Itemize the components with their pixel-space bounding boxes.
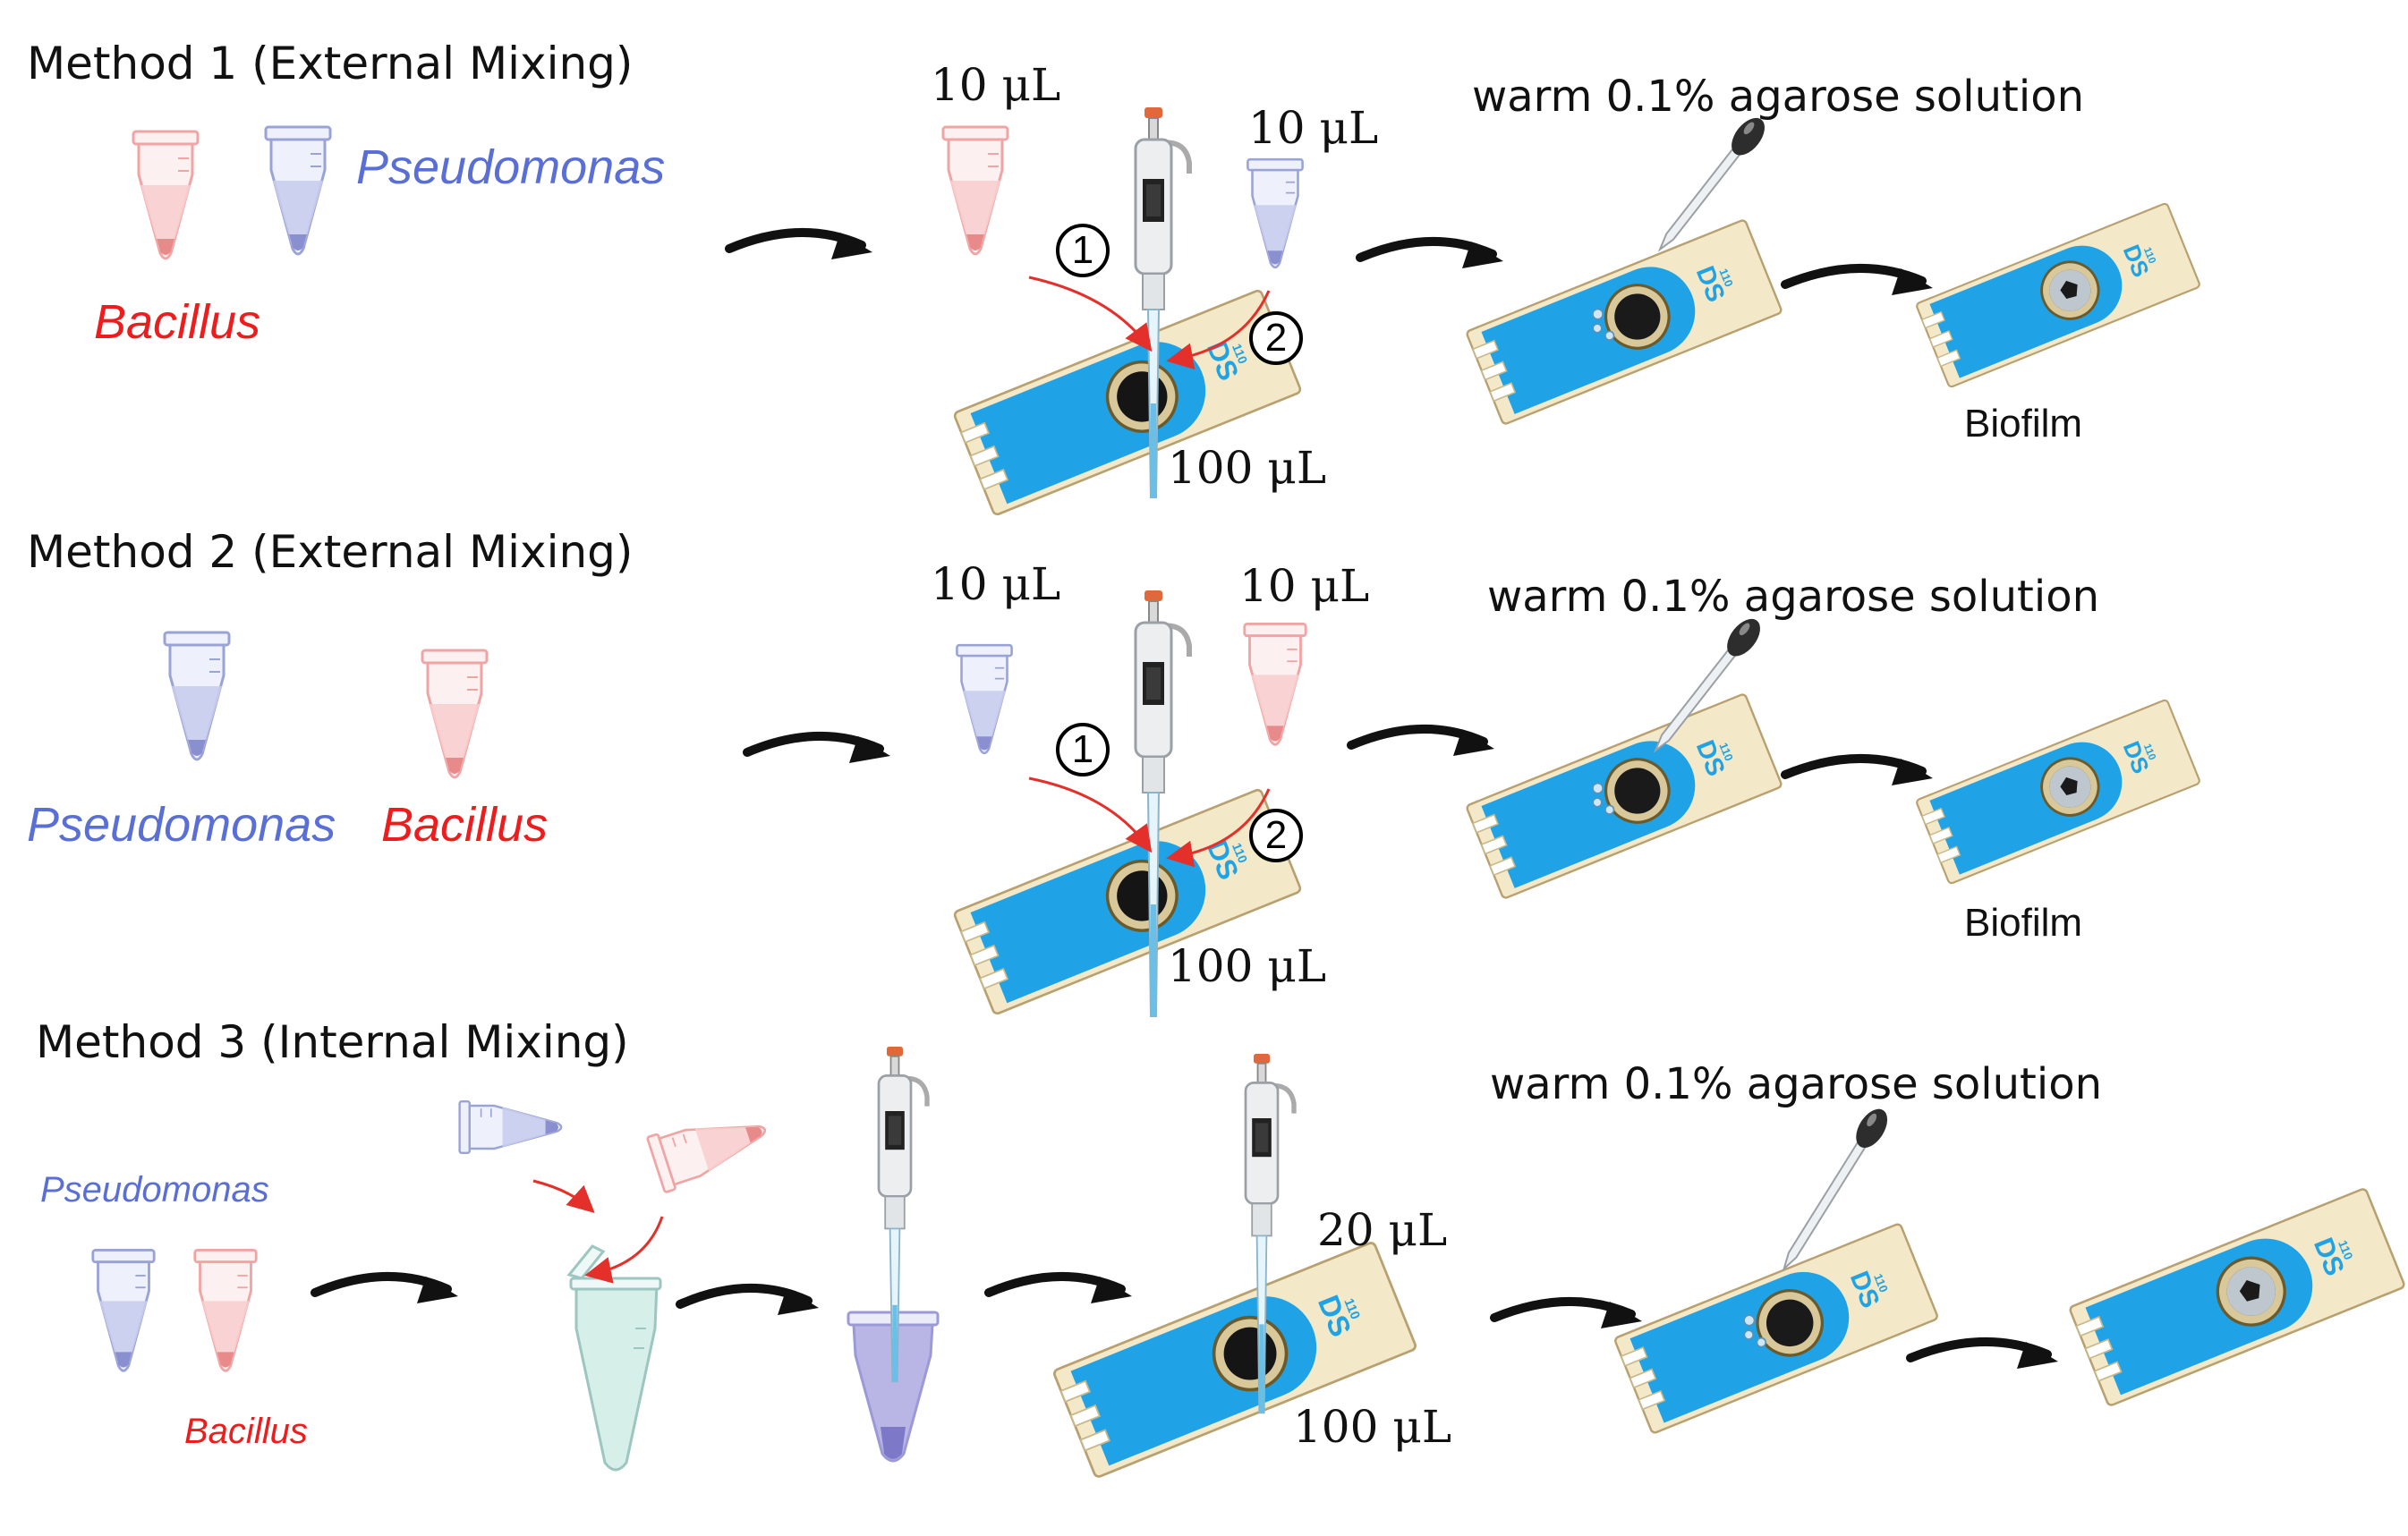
method-1-volume-well: 100 μL	[1168, 442, 1327, 494]
method-2-step-1-badge: 1	[1056, 723, 1110, 776]
method-2-red-arrow-1	[1028, 776, 1153, 853]
method-3-dropper	[1782, 1108, 1888, 1272]
method-1-bacillus-label: Bacillus	[94, 295, 261, 349]
method-2-source-tube-left	[956, 643, 1013, 755]
method-3-bacillus-tube-tilted	[646, 1124, 767, 1193]
method-1-red-arrow-2	[1166, 290, 1271, 370]
strip-number: 110	[1871, 1272, 1891, 1294]
method-1-source-tube-left	[941, 125, 1009, 256]
method-3-mixing-tube	[566, 1244, 662, 1472]
method-2-dropper	[1653, 618, 1760, 753]
strip-number: 110	[1230, 342, 1250, 366]
method-2-arrow-3	[1781, 753, 1933, 785]
method-3-bacillus-label: Bacillus	[184, 1412, 308, 1451]
method-3-pipette-dispense	[1244, 1054, 1297, 1414]
method-2-bacillus-tube	[421, 649, 489, 779]
method-2-agarose-label: warm 0.1% agarose solution	[1487, 572, 2099, 622]
method-2-biofilm-label: Biofilm	[1964, 901, 2083, 945]
method-3-volume-well: 100 μL	[1293, 1401, 1452, 1453]
method-3-arrow-1	[311, 1271, 458, 1303]
method-2-bacillus-label: Bacillus	[381, 798, 549, 852]
method-1-step-2-badge: 2	[1249, 311, 1303, 365]
method-1-step-1-badge: 1	[1056, 224, 1110, 277]
method-3-arrow-2	[676, 1283, 819, 1315]
method-1-arrow-2	[1356, 236, 1503, 268]
method-1-volume-left: 10 μL	[931, 59, 1061, 111]
method-1-dropper	[1657, 117, 1765, 252]
method-3-arrow-3	[984, 1271, 1132, 1303]
method-3-pseudomonas-label: Pseudomonas	[40, 1170, 269, 1209]
method-1-pseudomonas-label: Pseudomonas	[356, 140, 666, 194]
method-1-source-tube-right	[1247, 157, 1304, 269]
method-2-red-arrow-2	[1166, 788, 1271, 868]
method-1-agarose-label: warm 0.1% agarose solution	[1472, 72, 2084, 122]
method-3-bacillus-tube	[193, 1248, 258, 1372]
strip-number: 110	[1716, 267, 1736, 289]
method-3-pseudomonas-tube	[91, 1248, 156, 1372]
method-2-title: Method 2 (External Mixing)	[27, 526, 634, 578]
method-3-red-arrow-2	[584, 1216, 664, 1284]
method-2-step-2-badge: 2	[1249, 809, 1303, 862]
method-1-title: Method 1 (External Mixing)	[27, 38, 634, 89]
method-1-arrow-1	[725, 227, 872, 259]
method-1-red-arrow-1	[1028, 276, 1153, 352]
method-1-biofilm-label: Biofilm	[1964, 402, 2083, 446]
method-3-pipette-draw	[877, 1047, 930, 1383]
method-2-arrow-2	[1347, 724, 1494, 756]
method-2-volume-left: 10 μL	[931, 558, 1061, 610]
method-3-pseudomonas-tube-tilted	[458, 1099, 563, 1155]
method-1-bacillus-tube	[132, 130, 200, 260]
method-2-arrow-1	[743, 731, 890, 763]
method-1-pipette	[1134, 107, 1192, 498]
method-2-pseudomonas-label: Pseudomonas	[27, 798, 336, 852]
method-1-pseudomonas-tube	[264, 125, 332, 256]
method-3-title: Method 3 (Internal Mixing)	[36, 1016, 629, 1068]
strip-number: 110	[1230, 841, 1250, 865]
method-2-volume-well: 100 μL	[1168, 940, 1327, 992]
method-1-volume-right: 10 μL	[1248, 102, 1379, 154]
method-2-pseudomonas-tube	[163, 631, 231, 761]
method-3-arrow-5	[1906, 1337, 2058, 1369]
strip-number: 110	[1716, 741, 1736, 763]
method-3-volume-pipette: 20 μL	[1317, 1204, 1448, 1256]
method-2-volume-right: 10 μL	[1239, 560, 1370, 612]
method-3-red-arrow-1	[532, 1179, 595, 1214]
method-3-arrow-4	[1490, 1296, 1642, 1328]
method-1-arrow-3	[1781, 263, 1933, 295]
method-3-agarose-label: warm 0.1% agarose solution	[1490, 1059, 2102, 1109]
method-2-source-tube-right	[1243, 622, 1307, 746]
